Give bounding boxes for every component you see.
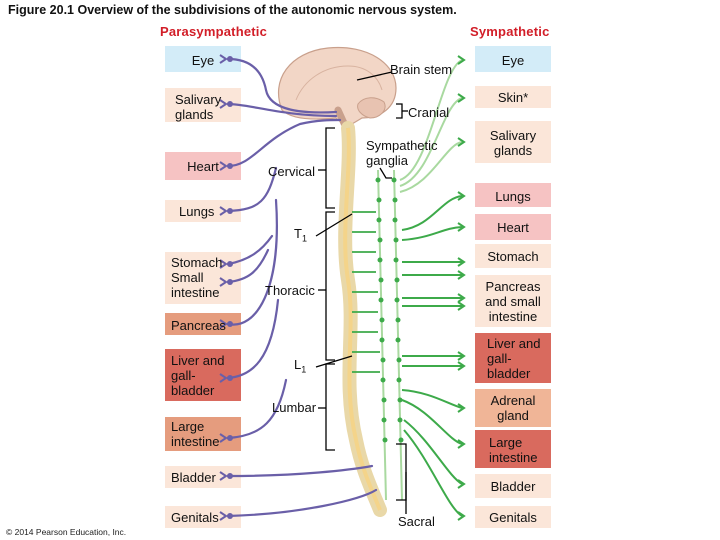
symp-stomach-label: Stomach — [487, 249, 539, 264]
symp-adrenal-label: Adrenal gland — [490, 393, 536, 423]
sympathetic-ganglia-beads — [375, 177, 404, 443]
para-lungs-box — [165, 200, 241, 222]
symp-pancreas-box — [475, 275, 551, 327]
symp-bladder-box — [475, 474, 551, 498]
sympathetic-organ-boxes — [475, 46, 551, 528]
symp-salivary-label: Salivary glands — [489, 128, 537, 158]
symp-genitals-box — [475, 506, 551, 528]
symp-skin-box — [475, 86, 551, 108]
lumbar-label: Lumbar — [272, 400, 317, 415]
cranial-label: Cranial — [408, 105, 450, 120]
t1-label: T1 — [294, 226, 307, 247]
region-brackets — [315, 71, 408, 514]
symp-eye-label: Eye — [501, 53, 525, 68]
para-salivary-label: Salivary glands — [175, 92, 222, 122]
symp-lungs-label: Lungs — [495, 189, 531, 204]
para-pancreas-box — [165, 313, 241, 335]
symp-bladder-label: Bladder — [490, 479, 536, 494]
para-genitals-box — [165, 506, 241, 528]
cervical-label: Cervical — [268, 164, 315, 179]
spinal-column — [338, 121, 387, 517]
brain-stem-label: Brain stem — [390, 62, 453, 77]
l1-subscript: 1 — [301, 364, 307, 375]
copyright-notice: © 2014 Pearson Education, Inc. — [6, 527, 127, 537]
parasympathetic-nerves — [226, 57, 378, 518]
symp-lungs-box — [475, 183, 551, 207]
para-bladder-box — [165, 466, 241, 488]
sympathetic-nerves — [399, 59, 463, 193]
symp-liver-box — [475, 333, 551, 383]
symp-skin-label: Skin* — [497, 90, 529, 105]
t1-subscript: 1 — [301, 233, 307, 244]
para-heart-label: Heart — [187, 159, 219, 174]
parasympathetic-ganglia — [227, 56, 233, 519]
sympathetic-arrows — [457, 55, 466, 521]
symp-adrenal-box — [475, 389, 551, 427]
t1-letter: T — [294, 226, 302, 241]
sympathetic-preganglionic — [352, 211, 380, 373]
sacral-label: Sacral — [398, 514, 435, 529]
sympathetic-chain — [377, 169, 403, 501]
sympathetic-header: Sympathetic — [470, 24, 550, 39]
symp-pancreas-label: Pancreas and small intestine — [485, 279, 541, 324]
para-eye-label: Eye — [191, 53, 215, 68]
symp-large-intestine-box — [475, 430, 551, 468]
l1-label: L1 — [294, 357, 306, 378]
para-large-intestine-box — [165, 417, 241, 451]
l1-letter: L — [294, 357, 302, 372]
figure-title: Figure 20.1 Overview of the subdivisions… — [8, 3, 457, 17]
para-liver-label: Liver and gall- bladder — [171, 353, 225, 398]
symp-salivary-box — [475, 121, 551, 163]
para-liver-box — [165, 349, 241, 401]
sympathetic-nerves-dark — [401, 195, 463, 517]
parasympathetic-arrows — [219, 54, 228, 521]
para-bladder-label: Bladder — [171, 470, 216, 485]
symp-heart-box — [475, 214, 551, 240]
para-pancreas-label: Pancreas — [171, 318, 226, 333]
symp-large-intestine-label: Large intestine — [489, 435, 538, 465]
para-genitals-label: Genitals — [171, 510, 219, 525]
symp-genitals-label: Genitals — [489, 510, 537, 525]
parasympathetic-header: Parasympathetic — [160, 24, 268, 39]
para-lungs-label: Lungs — [179, 204, 215, 219]
symp-stomach-box — [475, 244, 551, 268]
para-stomach-label: Stomach Small intestine — [171, 255, 223, 300]
symp-heart-label: Heart — [497, 220, 529, 235]
para-stomach-box — [165, 252, 241, 304]
sympathetic-ganglia-label: Sympathetic ganglia — [366, 138, 438, 168]
parasympathetic-organ-boxes — [165, 46, 241, 528]
symp-eye-box — [475, 46, 551, 72]
para-large-intestine-label: Large intestine — [171, 419, 220, 449]
thoracic-label: Thoracic — [265, 283, 315, 298]
symp-liver-label: Liver and gall- bladder — [487, 336, 541, 381]
